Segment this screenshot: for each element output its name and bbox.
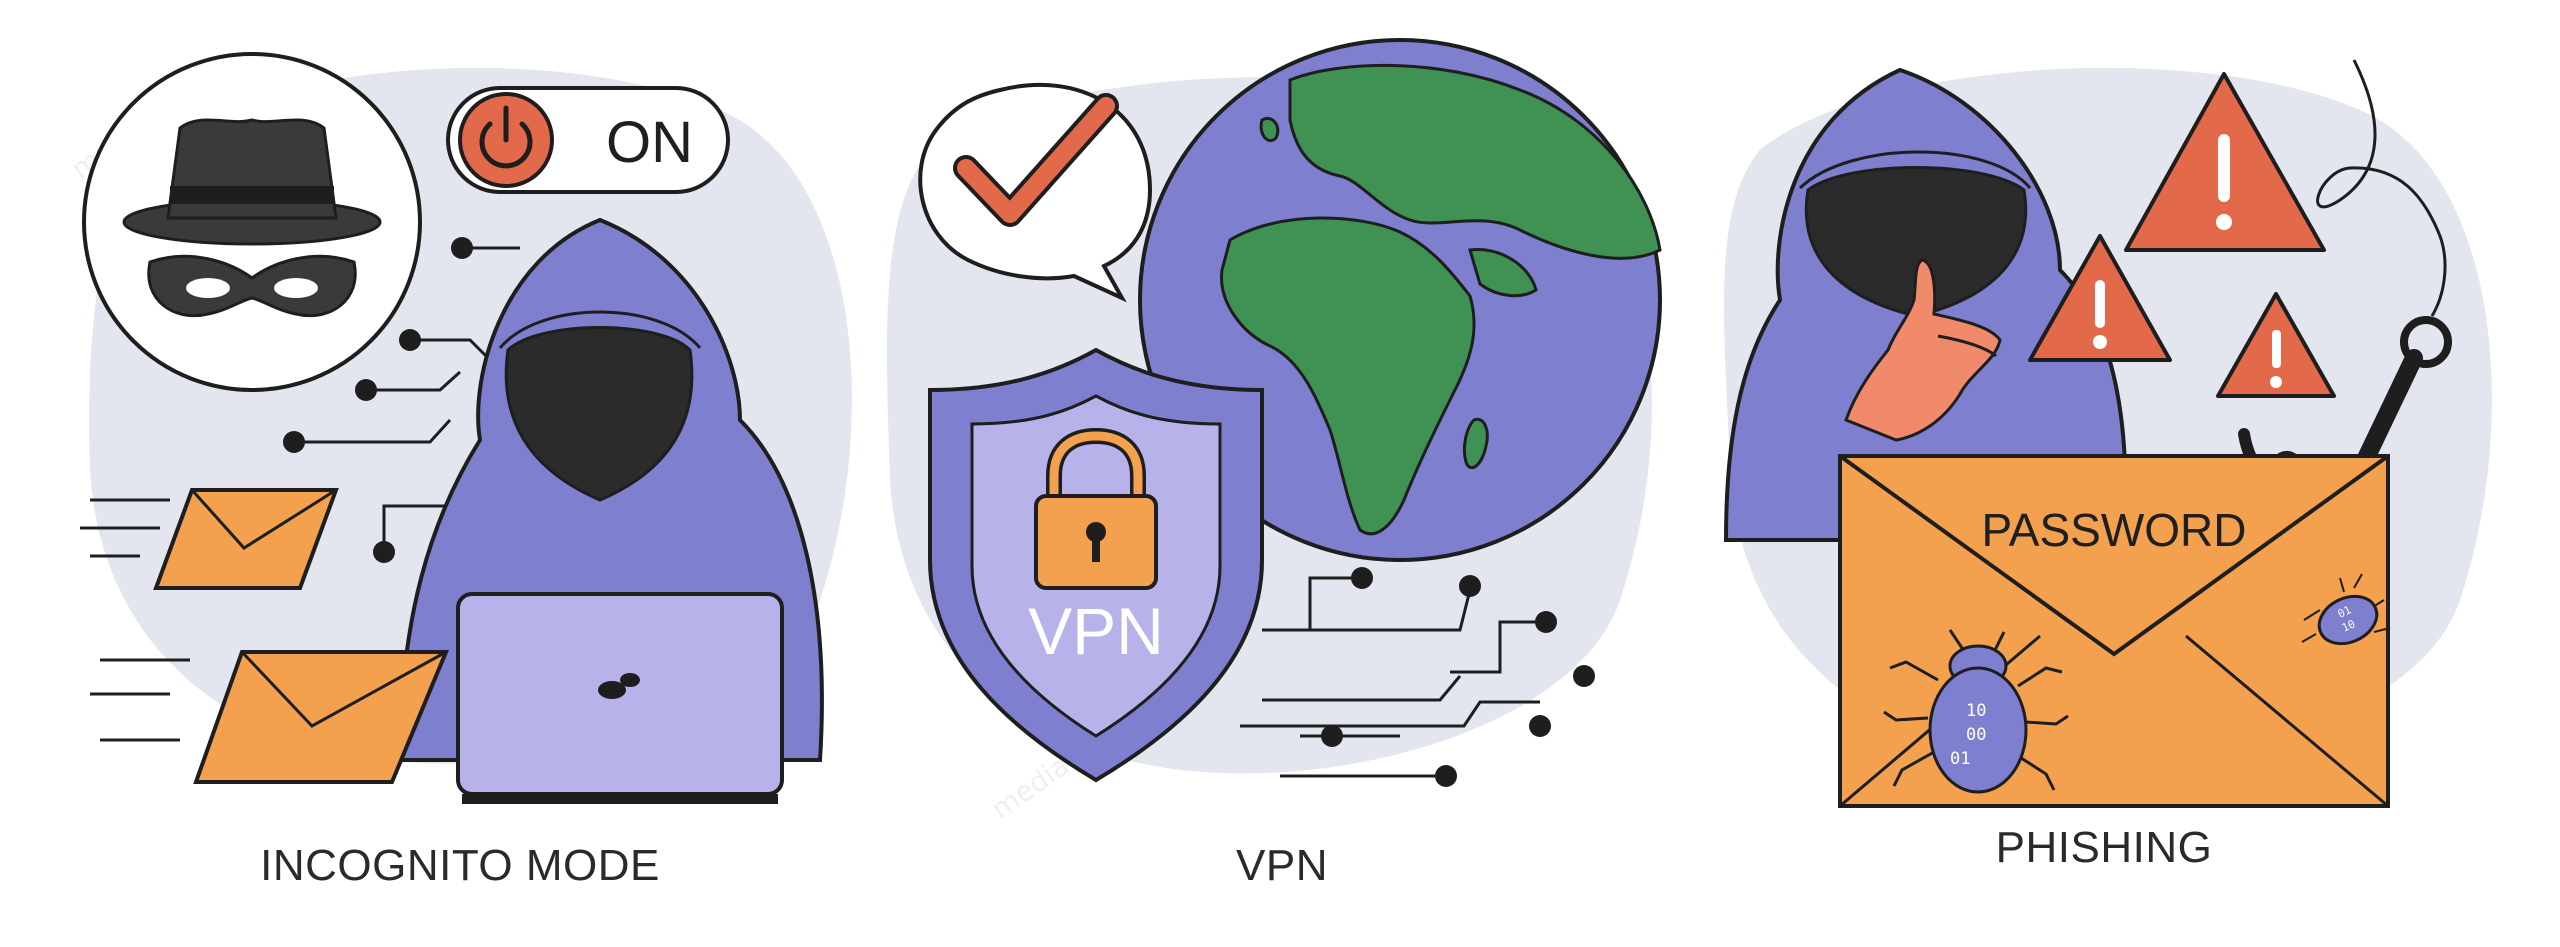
- envelope-label: PASSWORD: [1982, 504, 2247, 556]
- bug-icon: 10 00 01: [1883, 629, 2069, 794]
- padlock-icon: [1034, 427, 1158, 590]
- envelope-icon: [80, 488, 339, 590]
- panel-incognito: ON: [80, 52, 852, 890]
- circuit-lines: [1240, 576, 1546, 778]
- panel-caption: INCOGNITO MODE: [260, 841, 660, 890]
- bug-code-line: 10: [1966, 701, 1986, 721]
- circuit-nodes: [283, 237, 473, 563]
- toggle-switch[interactable]: ON: [446, 86, 730, 194]
- bug-code-line: 01: [2336, 603, 2354, 620]
- globe-icon: [1138, 38, 1662, 562]
- toggle-label: ON: [606, 110, 693, 175]
- power-icon: [479, 105, 533, 169]
- bug-code-line: 00: [1966, 725, 1986, 745]
- phishing-envelope-icon: PASSWORD: [1838, 454, 2390, 808]
- warning-icon: [2216, 292, 2336, 398]
- shield-icon: VPN: [928, 347, 1264, 783]
- panel-caption: PHISHING: [1996, 823, 2213, 872]
- envelope-icon: [90, 650, 449, 784]
- laptop-icon: [456, 592, 784, 804]
- circuit-lines: [294, 246, 520, 552]
- panel-vpn: VPN VPN: [886, 38, 1662, 890]
- laptop-logo-icon: [598, 673, 640, 699]
- hand-icon: [1844, 258, 2002, 442]
- shield-label: VPN: [1028, 594, 1164, 668]
- bug-icon: 01 10: [2301, 573, 2391, 646]
- circuit-nodes: [1321, 567, 1595, 787]
- panel-phishing: PASSWORD 10 00 01: [1723, 59, 2492, 872]
- warning-icon: [2028, 234, 2172, 362]
- checkmark-bubble-icon: [918, 82, 1153, 303]
- panel-caption: VPN: [1236, 841, 1328, 890]
- bug-code-line: 01: [1950, 749, 1970, 769]
- warning-icon: [2124, 72, 2326, 252]
- bug-code-line: 10: [2340, 617, 2358, 634]
- spy-avatar-icon: [82, 52, 422, 392]
